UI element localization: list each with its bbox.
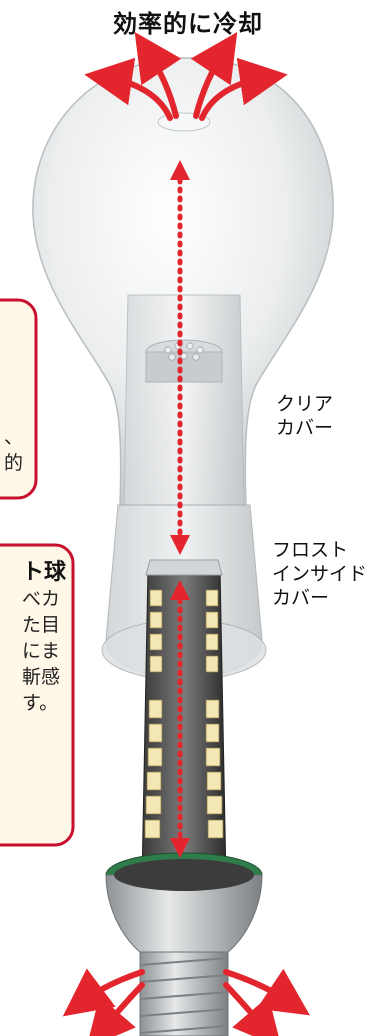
clear-cover-label-line-2: カバー: [276, 417, 334, 439]
led-tower-top: [145, 559, 223, 576]
callout-bottom-line-2: た目: [22, 614, 61, 636]
callout-bottom-line-5: す。: [22, 692, 59, 714]
callout-bottom-line-1: べカ: [22, 588, 61, 610]
clear-cover-label: クリア カバー: [276, 392, 333, 440]
callout-bottom-line-3: にま: [22, 640, 61, 662]
frost-cover-label-line-1: フロスト: [272, 539, 349, 561]
base-inner: [114, 859, 254, 891]
airflow-arrowhead-bottom: [170, 838, 190, 858]
clear-inner-tube: [123, 294, 245, 506]
page-title: 効率的に冷却: [113, 10, 263, 38]
callout-top-text: 、 的: [4, 424, 23, 476]
bottom-airflow-arrows: [62, 968, 310, 1036]
frost-cover-label-line-3: カバー: [272, 587, 330, 609]
callout-bottom-line-4: 斬感: [22, 666, 61, 688]
airflow-arrowhead-mid-up: [170, 580, 190, 600]
callout-top-box: [0, 298, 38, 500]
frost-cover-label: フロスト インサイド カバー: [272, 538, 367, 610]
callout-bottom-box: [0, 543, 75, 847]
airflow-arrowhead-top: [170, 160, 190, 180]
clear-cover-label-line-1: クリア: [276, 393, 334, 415]
led-chips: [144, 589, 224, 839]
screw-base: [139, 951, 229, 1036]
callout-bottom-text: ト球 べカ た目 にま 斬感 す。: [22, 560, 66, 716]
callout-top-line-1: 、: [4, 426, 24, 448]
callout-top-line-2: 的: [4, 452, 24, 474]
frost-cover-label-line-2: インサイド: [272, 563, 368, 585]
airflow-arrowhead-mid-down: [170, 535, 190, 555]
callout-bottom-title: ト球: [22, 560, 67, 585]
top-airflow-arrows: [84, 32, 288, 121]
